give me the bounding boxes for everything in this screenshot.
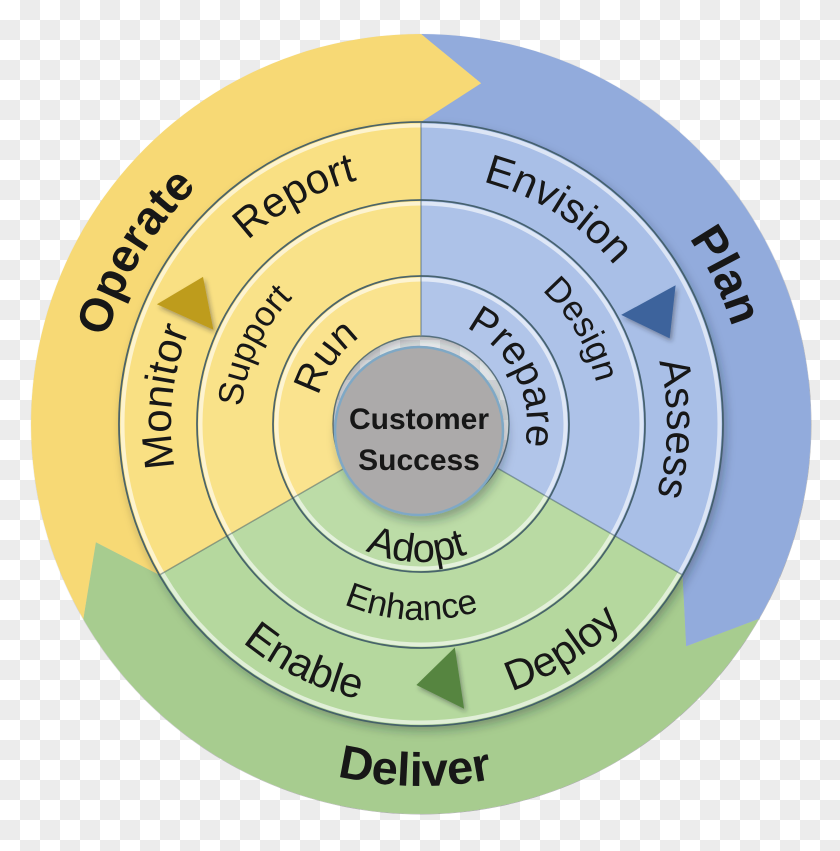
outer-ring bbox=[31, 34, 811, 814]
center-label-line2: Success bbox=[358, 444, 480, 477]
segment-separator-line bbox=[159, 467, 345, 576]
outer-ring-segment-plan bbox=[421, 34, 811, 647]
outer-ring-segment-operate bbox=[31, 34, 482, 619]
outer-ring-segment-deliver bbox=[83, 542, 759, 814]
ring3-segment-deliver bbox=[159, 536, 683, 726]
flow-arrow-icon-deliver bbox=[416, 647, 465, 709]
wheel-root: PlanEnvisionAssessDesignPrepareDeliverDe… bbox=[31, 34, 811, 814]
flow-arrow-icon-operate bbox=[156, 276, 214, 330]
center-circle bbox=[333, 345, 505, 517]
ring3-segment-plan bbox=[421, 122, 723, 575]
flow-arrow-icon-plan bbox=[621, 285, 676, 339]
ring3-segment-operate bbox=[119, 122, 422, 575]
ring2-segment-deliver bbox=[227, 498, 615, 649]
center-label-line1: Customer bbox=[349, 403, 489, 436]
phase-label-deliver: Deliver bbox=[335, 734, 494, 796]
ring-boundary-line bbox=[118, 121, 724, 727]
flow-arrows bbox=[156, 276, 676, 709]
segment-separator-line bbox=[497, 467, 683, 576]
phase-label-deliver: Deliver bbox=[335, 734, 494, 796]
ring1-segment-deliver bbox=[292, 468, 550, 573]
